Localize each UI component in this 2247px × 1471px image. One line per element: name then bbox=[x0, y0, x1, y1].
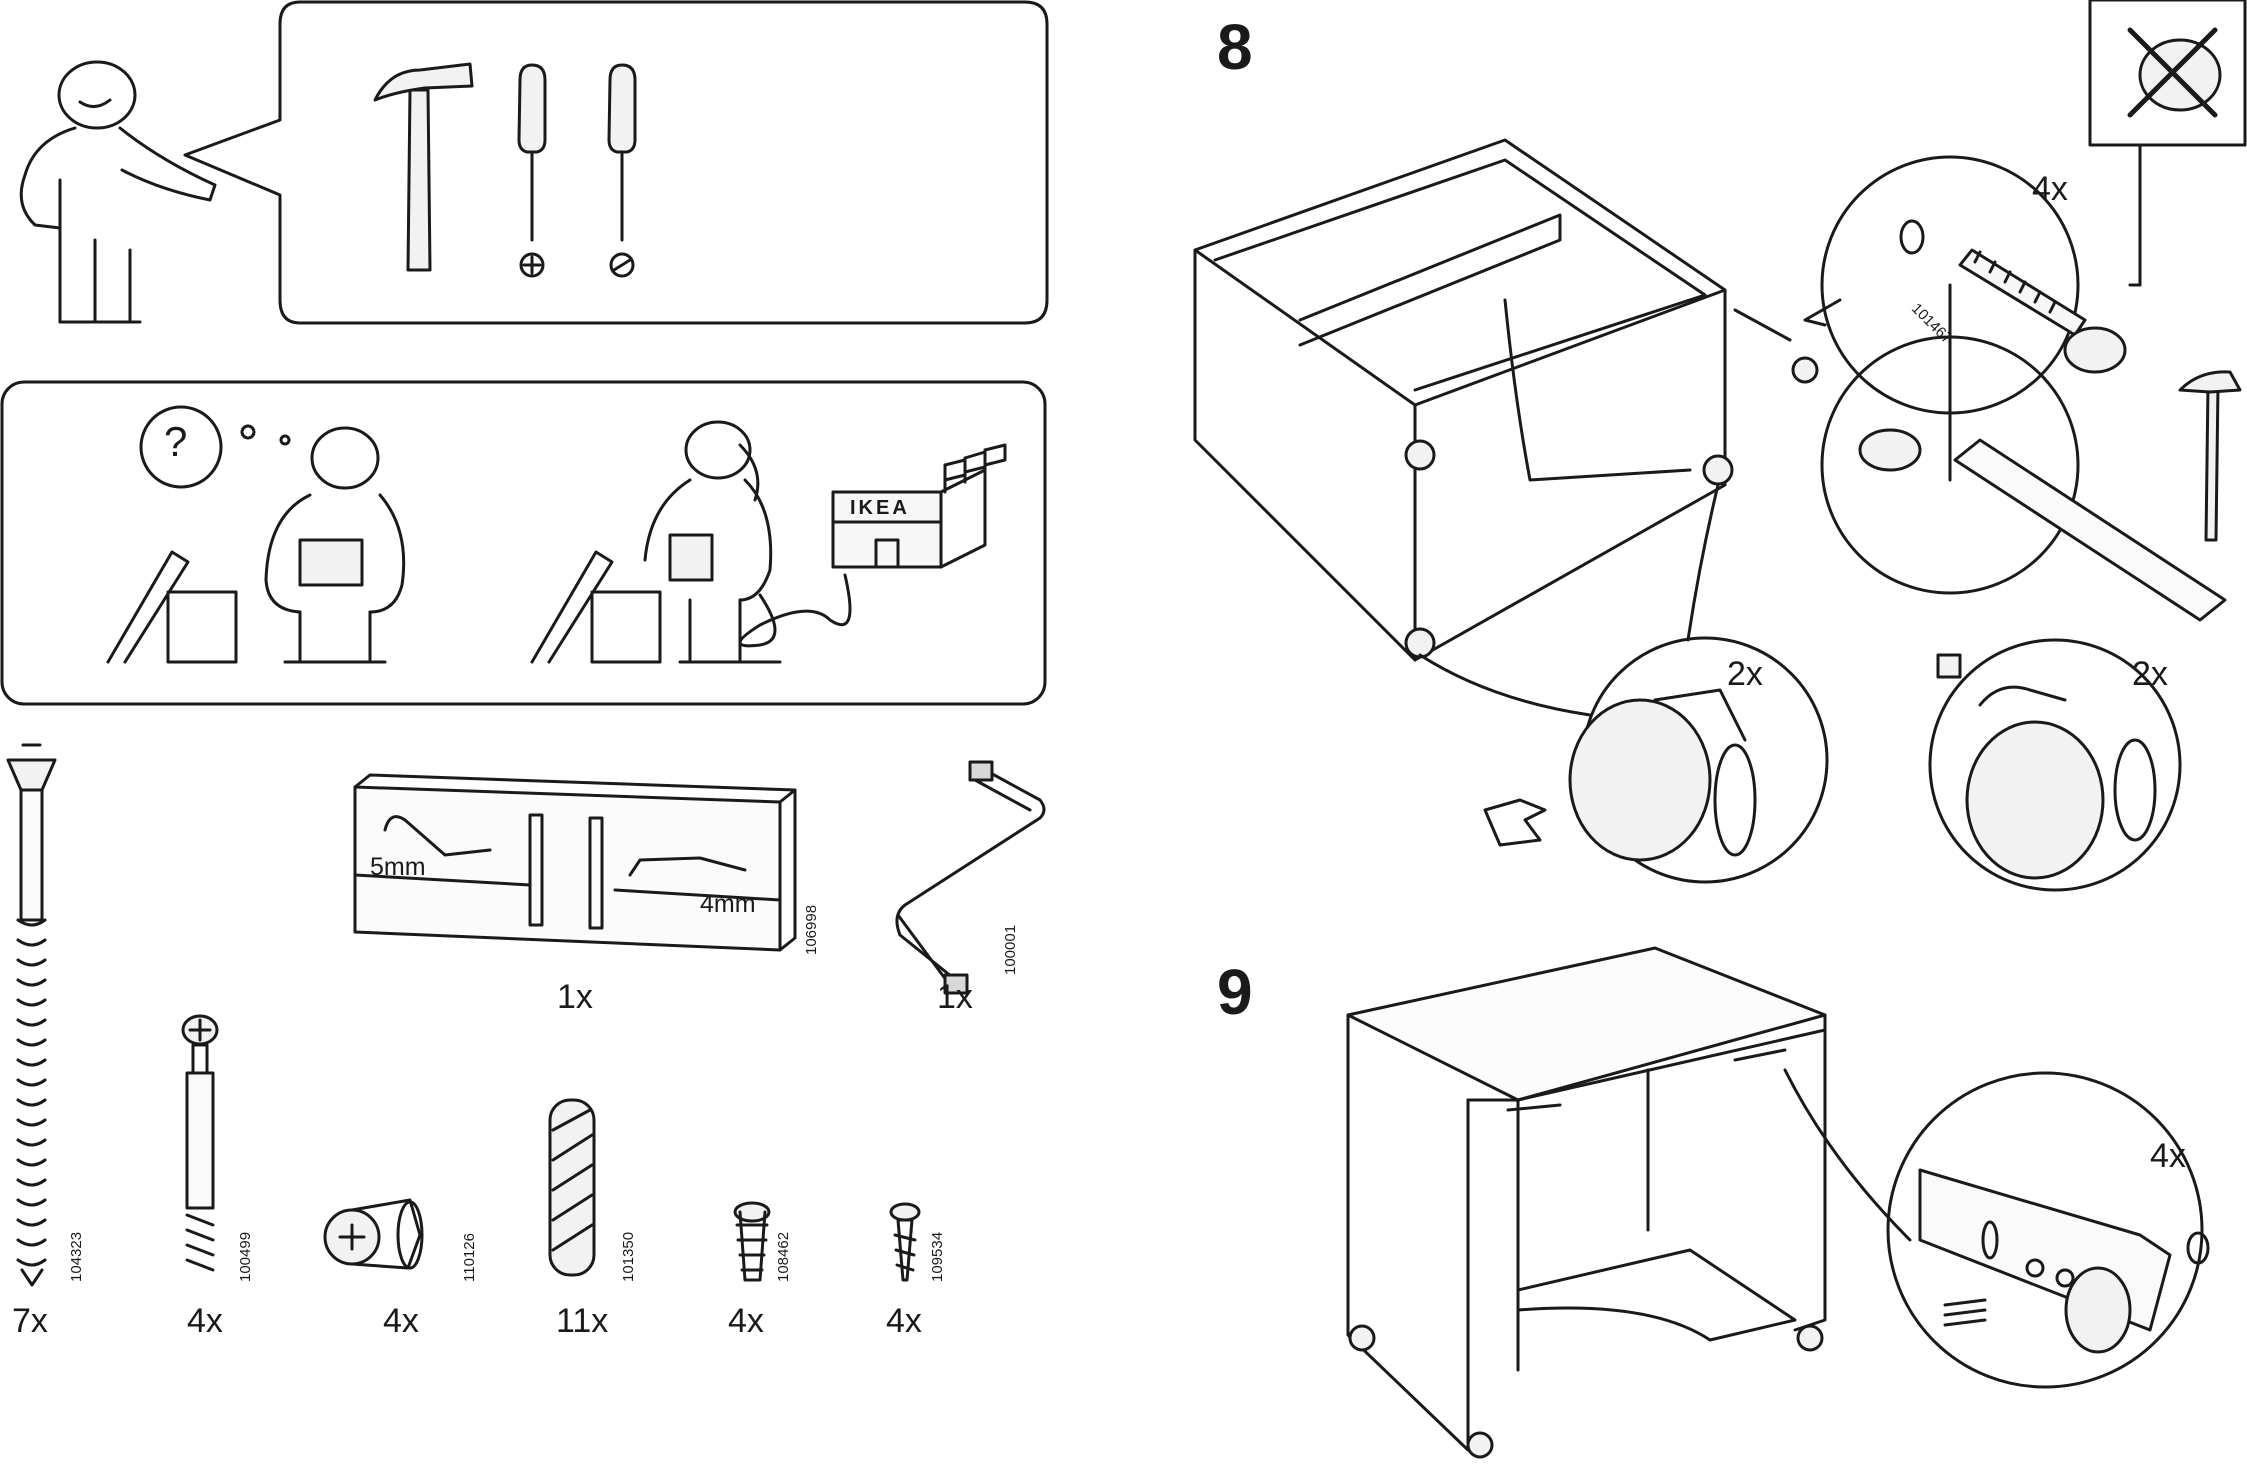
phillips-screwdriver-icon bbox=[517, 63, 547, 278]
step-9-number: 9 bbox=[1217, 956, 1253, 1028]
connector-bolt-100499-icon bbox=[181, 1014, 219, 1272]
ikea-store-sign: IKEA bbox=[850, 497, 910, 519]
no-screw-warning-icon bbox=[2088, 0, 2247, 287]
part-article-number: 110126 bbox=[461, 1233, 478, 1282]
hex-key-card-icon bbox=[353, 773, 797, 952]
step8-caster-callout-right bbox=[1928, 638, 2182, 892]
cam-lock-110126-icon bbox=[323, 1198, 424, 1270]
allen-key-article-number: 100001 bbox=[1002, 924, 1019, 975]
step8-caster-callout-left bbox=[1418, 483, 1829, 884]
part-article-number: 100499 bbox=[237, 1231, 254, 1282]
hammer-icon-step8 bbox=[2178, 370, 2242, 542]
tools-panel bbox=[183, 0, 1049, 325]
step9-fitting-quantity: 4x bbox=[2150, 1137, 2186, 1175]
open-box-icon-2 bbox=[530, 550, 662, 664]
tool-card-size-5mm: 5mm bbox=[370, 853, 426, 881]
confused-man-icon bbox=[264, 426, 406, 664]
phone-cord-icon bbox=[738, 573, 852, 648]
part-quantity: 4x bbox=[886, 1302, 922, 1340]
long-screw-104323-icon bbox=[6, 743, 57, 1287]
part-quantity: 4x bbox=[187, 1302, 223, 1340]
hammer-icon bbox=[373, 62, 474, 272]
step-8-number: 8 bbox=[1217, 11, 1253, 83]
phoning-man-icon bbox=[643, 420, 782, 664]
open-box-icon bbox=[106, 550, 238, 664]
flat-screwdriver-icon bbox=[607, 63, 637, 278]
tool-card-size-4mm: 4mm bbox=[700, 890, 756, 918]
question-mark-icon: ? bbox=[164, 418, 188, 465]
ikea-man-pointing-icon bbox=[19, 60, 217, 324]
help-panel bbox=[0, 380, 1047, 706]
allen-key-quantity: 1x bbox=[937, 978, 973, 1016]
ikea-store-icon bbox=[831, 443, 1007, 569]
part-article-number: 109534 bbox=[929, 1231, 946, 1282]
step8-caster-left-quantity: 2x bbox=[1727, 655, 1763, 693]
part-quantity: 7x bbox=[12, 1302, 48, 1340]
part-quantity: 4x bbox=[728, 1302, 764, 1340]
part-quantity: 11x bbox=[556, 1302, 609, 1340]
part-article-number: 101350 bbox=[620, 1231, 637, 1282]
part-article-number: 104323 bbox=[68, 1231, 85, 1282]
tool-card-quantity: 1x bbox=[557, 978, 593, 1016]
part-article-number: 108462 bbox=[775, 1231, 792, 1282]
step8-caster-right-quantity: 2x bbox=[2132, 655, 2168, 693]
allen-key-icon bbox=[895, 760, 1046, 995]
question-bubble-icon bbox=[139, 405, 291, 489]
euro-screw-108462-icon bbox=[733, 1201, 771, 1282]
step9-fitting-callout bbox=[1783, 1068, 2210, 1389]
wood-screw-109534-icon bbox=[889, 1202, 921, 1282]
step8-pin-quantity: 4x bbox=[2032, 170, 2068, 208]
part-quantity: 4x bbox=[383, 1302, 419, 1340]
pointing-hand-icon bbox=[1483, 798, 1547, 847]
step8-pin-detail-callout bbox=[1803, 155, 2227, 622]
step8-cabinet-drawing bbox=[1193, 138, 1819, 662]
wooden-dowel-101350-icon bbox=[548, 1098, 596, 1277]
tool-card-article-number: 106998 bbox=[803, 904, 820, 955]
step9-cabinet-drawing bbox=[1346, 946, 1827, 1459]
